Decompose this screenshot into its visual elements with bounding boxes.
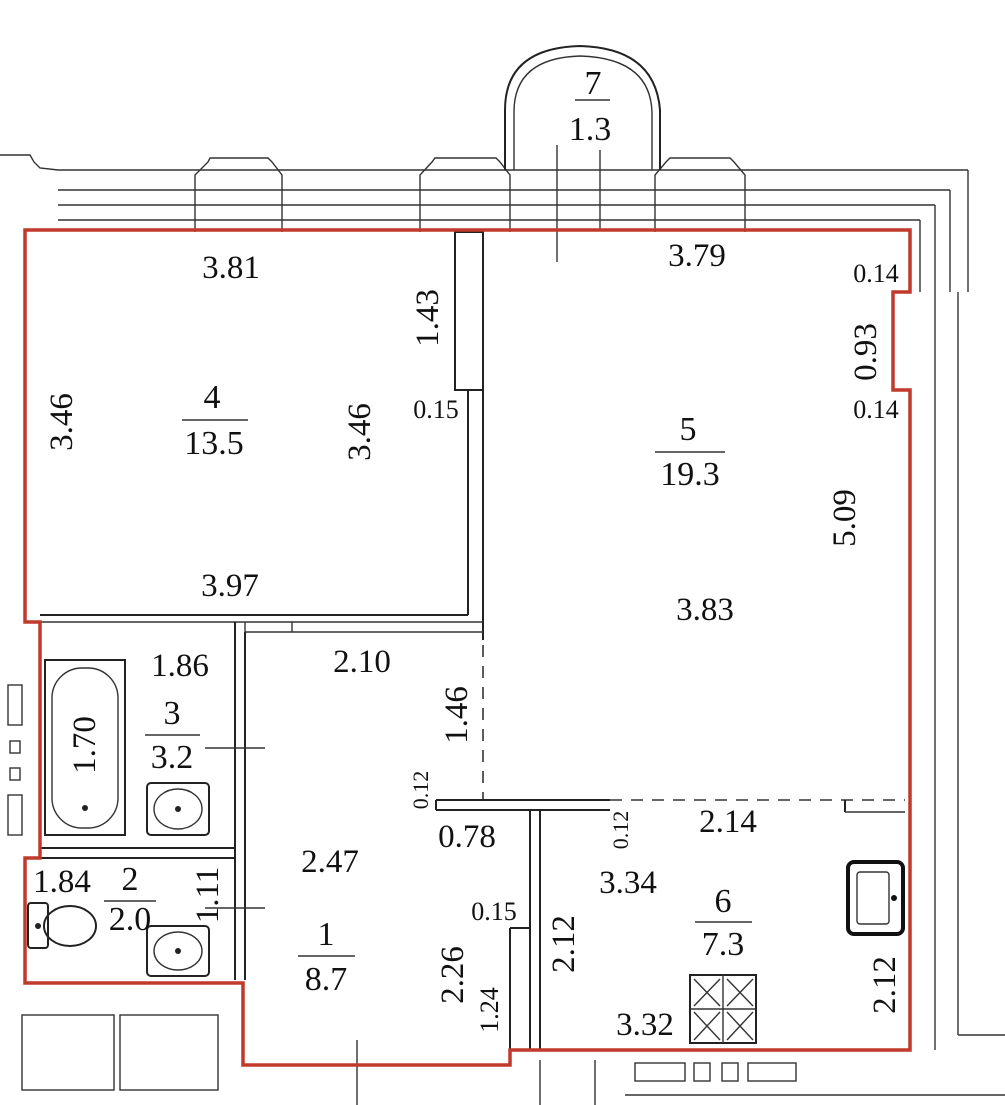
room-7-area: 1.3 <box>569 111 612 148</box>
dim-r5-014-bottom: 0.14 <box>853 395 899 424</box>
dim-kit-334: 3.34 <box>599 865 657 901</box>
room-6-number: 6 <box>715 883 732 920</box>
dim-r4-bottom: 3.97 <box>201 568 259 604</box>
dim-r4-right: 3.46 <box>342 403 378 461</box>
dim-hall-015: 0.15 <box>471 897 517 926</box>
room-4-number: 4 <box>204 379 221 416</box>
dim-wc-184: 1.84 <box>33 864 91 900</box>
dim-kit-212-right: 2.12 <box>867 956 903 1014</box>
bath-sink <box>146 782 210 836</box>
dim-r4-top: 3.81 <box>202 250 260 286</box>
dim-kit-012: 0.12 <box>608 811 633 850</box>
dim-kit-332: 3.32 <box>616 1007 674 1043</box>
room-1-area: 8.7 <box>305 961 348 998</box>
dim-r5-093: 0.93 <box>848 323 884 381</box>
dim-kit-214: 2.14 <box>699 804 757 840</box>
dim-hall-247: 2.47 <box>301 844 359 880</box>
dim-r4-left: 3.46 <box>44 393 80 451</box>
wc-sink <box>146 925 210 977</box>
room-3-area: 3.2 <box>151 739 194 776</box>
dim-wall-015: 0.15 <box>413 395 459 424</box>
interior-walls <box>40 231 905 1105</box>
dim-r5-right: 5.09 <box>827 489 863 547</box>
dim-hall-226: 2.26 <box>435 946 471 1004</box>
room-5-number: 5 <box>680 411 697 448</box>
dim-hall-124: 1.24 <box>475 987 504 1033</box>
stove <box>689 974 757 1044</box>
balcony <box>504 44 661 262</box>
facade-strip <box>0 154 1005 1050</box>
dim-wc-111: 1.11 <box>190 867 226 924</box>
room-2-number: 2 <box>122 861 139 898</box>
dimension-labels: 3.81 3.46 3.46 3.97 1.43 0.15 3.79 0.14 … <box>33 238 903 1043</box>
room-3-number: 3 <box>164 695 181 732</box>
dim-hall-078: 0.78 <box>438 819 496 855</box>
dim-bath-186: 1.86 <box>151 648 209 684</box>
room-2-area: 2.0 <box>109 901 152 938</box>
dim-hall-146: 1.46 <box>439 686 475 744</box>
dim-bath-170: 1.70 <box>67 716 103 774</box>
room-5-area: 19.3 <box>660 456 720 493</box>
dim-hall-top: 2.10 <box>333 644 391 680</box>
room-7-number: 7 <box>585 65 602 102</box>
bathtub <box>44 659 126 836</box>
room-labels: 7 1.3 4 13.5 5 19.3 3 3.2 2 2.0 1 8.7 6 … <box>104 65 752 998</box>
dim-r5-014-top: 0.14 <box>853 259 899 288</box>
room-4-area: 13.5 <box>184 425 244 462</box>
kitchen-sink <box>846 860 905 936</box>
dim-niche-height: 1.43 <box>410 289 446 347</box>
room-6-area: 7.3 <box>702 926 745 963</box>
dim-r5-top: 3.79 <box>668 238 726 274</box>
toilet <box>27 902 97 949</box>
exterior-details <box>7 684 1005 1105</box>
dim-kit-212-left: 2.12 <box>546 915 582 973</box>
room-1-number: 1 <box>318 916 335 953</box>
apartment-outline <box>23 228 912 1067</box>
dim-hall-012: 0.12 <box>408 771 433 810</box>
dim-r5-width: 3.83 <box>676 592 734 628</box>
